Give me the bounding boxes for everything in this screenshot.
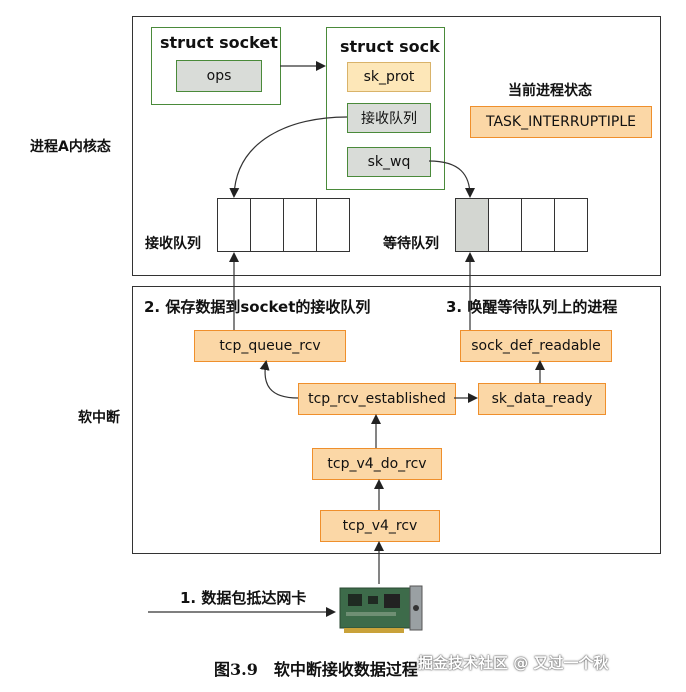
struct-socket-title: struct socket [160, 33, 278, 52]
step2-label: 2. 保存数据到socket的接收队列 [144, 298, 371, 316]
wait-queue-slot [521, 198, 555, 252]
recv-queue-slot [316, 198, 350, 252]
struct-sock-title: struct sock [340, 37, 440, 56]
wait-queue-slot [554, 198, 588, 252]
tcp-v4-do-rcv-box: tcp_v4_do_rcv [312, 448, 442, 480]
tcp-queue-rcv-box: tcp_queue_rcv [194, 330, 346, 362]
step3-label: 3. 唤醒等待队列上的进程 [446, 298, 618, 316]
watermark: 掘金技术社区 @ 又过一个秋 [418, 654, 609, 672]
figure-caption: 图3.9 软中断接收数据过程 [214, 660, 418, 679]
wait-queue-label: 等待队列 [383, 236, 439, 252]
sk-prot-field: sk_prot [347, 62, 431, 92]
tcp-v4-rcv-box: tcp_v4_rcv [320, 510, 440, 542]
sk-wq-field: sk_wq [347, 147, 431, 177]
ops-field: ops [176, 60, 262, 92]
wait-queue-slot-filled [455, 198, 489, 252]
sock-def-readable-box: sock_def_readable [460, 330, 612, 362]
softirq-label: 软中断 [78, 410, 120, 426]
recv-queue-slot [250, 198, 284, 252]
sk-data-ready-box: sk_data_ready [478, 383, 606, 415]
network-card-icon [338, 580, 426, 636]
skwq-to-wait-queue-arrow [428, 160, 475, 198]
kernel-label: 进程A内核态 [30, 139, 111, 155]
recv-queue-label: 接收队列 [145, 236, 201, 252]
recv-queue-field: 接收队列 [347, 103, 431, 133]
process-state-value: TASK_INTERRUPTIPLE [470, 106, 652, 138]
recv-field-to-queue-arrow [229, 116, 348, 198]
recv-queue-slot [217, 198, 251, 252]
step1-label: 1. 数据包抵达网卡 [180, 589, 307, 607]
recv-queue-slot [283, 198, 317, 252]
process-state-title: 当前进程状态 [508, 83, 592, 99]
tcp-rcv-established-box: tcp_rcv_established [298, 383, 456, 415]
established-to-queue-rcv-arrow [259, 360, 299, 399]
